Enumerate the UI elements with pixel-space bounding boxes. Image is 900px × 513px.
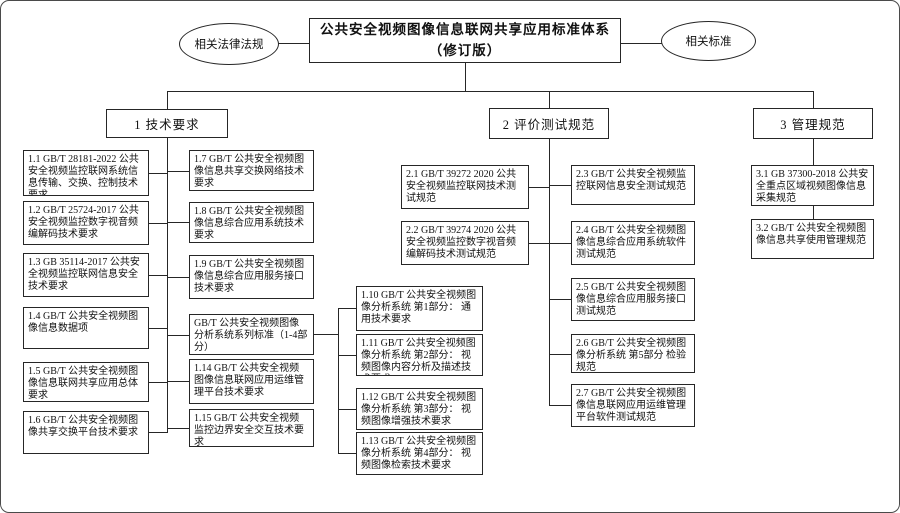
box-1-3: 1.3 GB 35114-2017 公共安全视频监控联网信息安全技术要求: [23, 253, 149, 297]
connector: [167, 335, 189, 336]
connector: [167, 222, 189, 223]
connector: [149, 275, 167, 276]
connector: [167, 91, 168, 109]
box-1-15: 1.15 GB/T 公共安全视频监控边界安全交互技术要求: [189, 409, 314, 447]
box-1-4: 1.4 GB/T 公共安全视频图像信息数据项: [23, 307, 149, 349]
box-3-2: 3.2 GB/T 公共安全视频图像信息共享使用管理规范: [751, 219, 874, 259]
box-analysis-series: GB/T 公共安全视频图像分析系统系列标准（1-4部分）: [189, 314, 314, 355]
box-2-7: 2.7 GB/T 公共安全视频图像信息联网应用运维管理平台软件测试规范: [571, 384, 695, 427]
diagram-title-line1: 公共安全视频图像信息联网共享应用标准体系: [320, 22, 610, 38]
section-1-header: 1 技术要求: [106, 109, 228, 138]
box-3-1: 3.1 GB 37300-2018 公共安全重点区域视频图像信息采集规范: [751, 165, 874, 206]
connector: [549, 354, 571, 355]
connector: [813, 91, 814, 108]
connector: [167, 171, 189, 172]
connector: [813, 139, 814, 165]
diagram-title: 公共安全视频图像信息联网共享应用标准体系 （修订版）: [309, 18, 621, 63]
box-2-3: 2.3 GB/T 公共安全视频监控联网信息安全测试规范: [571, 165, 695, 205]
box-1-1: 1.1 GB/T 28181-2022 公共安全视频监控联网系统信息传输、交换、…: [23, 150, 149, 196]
section-2-spine: [549, 139, 550, 405]
connector: [149, 223, 167, 224]
connector: [167, 381, 189, 382]
box-2-1: 2.1 GB/T 39272 2020 公共安全视频监控联网技术测试规范: [401, 165, 529, 209]
box-1-10: 1.10 GB/T 公共安全视频图像分析系统 第1部分： 通用技术要求: [356, 286, 483, 331]
box-2-5: 2.5 GB/T 公共安全视频图像信息综合应用服务接口测试规范: [571, 278, 695, 321]
box-2-4: 2.4 GB/T 公共安全视频图像信息综合应用系统软件测试规范: [571, 221, 695, 265]
box-2-2: 2.2 GB/T 39274 2020 公共安全视频监控数字视音频编解码技术测试…: [401, 221, 529, 265]
box-1-14: 1.14 GB/T 公共安全视频图像信息联网应用运维管理平台技术要求: [189, 359, 314, 404]
connector: [167, 277, 189, 278]
connector: [149, 173, 167, 174]
analysis-series-spine: [338, 308, 339, 453]
box-1-7: 1.7 GB/T 公共安全视频图像信息共享交换网络技术要求: [189, 150, 314, 191]
section-1-spine: [167, 138, 168, 433]
box-1-8: 1.8 GB/T 公共安全视频图像信息综合应用系统技术要求: [189, 202, 314, 243]
related-laws-ellipse: 相关法律法规: [179, 23, 279, 65]
connector: [338, 308, 356, 309]
connector: [621, 43, 662, 44]
box-1-11: 1.11 GB/T 公共安全视频图像分析系统 第2部分： 视频图像内容分析及描述…: [356, 334, 483, 376]
connector: [549, 91, 550, 108]
box-1-2: 1.2 GB/T 25724-2017 公共安全视频监控数字视音频编解码技术要求: [23, 201, 149, 245]
connector: [549, 299, 571, 300]
box-1-13: 1.13 GB/T 公共安全视频图像分析系统 第4部分： 视频图像检索技术要求: [356, 432, 483, 475]
box-1-12: 1.12 GB/T 公共安全视频图像分析系统 第3部分： 视频图像增强技术要求: [356, 388, 483, 430]
connector: [149, 328, 167, 329]
connector: [549, 405, 571, 406]
box-1-6: 1.6 GB/T 公共安全视频图像共享交换平台技术要求: [23, 411, 149, 454]
connector: [338, 409, 356, 410]
connector: [549, 243, 571, 244]
box-1-9: 1.9 GB/T 公共安全视频图像信息综合应用服务接口技术要求: [189, 255, 314, 299]
connector: [338, 453, 356, 454]
connector: [278, 43, 309, 44]
connector: [813, 206, 814, 219]
connector: [149, 432, 167, 433]
connector: [167, 428, 189, 429]
section-3-header: 3 管理规范: [753, 108, 873, 139]
connector: [529, 187, 549, 188]
box-1-5: 1.5 GB/T 公共安全视频图像信息联网共享应用总体要求: [23, 362, 149, 402]
related-standards-ellipse: 相关标准: [661, 21, 756, 61]
connector: [529, 243, 549, 244]
connector: [149, 382, 167, 383]
connector-bus: [167, 91, 813, 92]
diagram-title-line2: （修订版）: [428, 42, 502, 58]
connector: [314, 334, 338, 335]
box-2-6: 2.6 GB/T 公共安全视频图像分析系统 第5部分 检验规范: [571, 334, 695, 373]
section-2-header: 2 评价测试规范: [489, 108, 609, 139]
connector: [338, 355, 356, 356]
connector: [465, 63, 466, 91]
connector: [549, 185, 571, 186]
